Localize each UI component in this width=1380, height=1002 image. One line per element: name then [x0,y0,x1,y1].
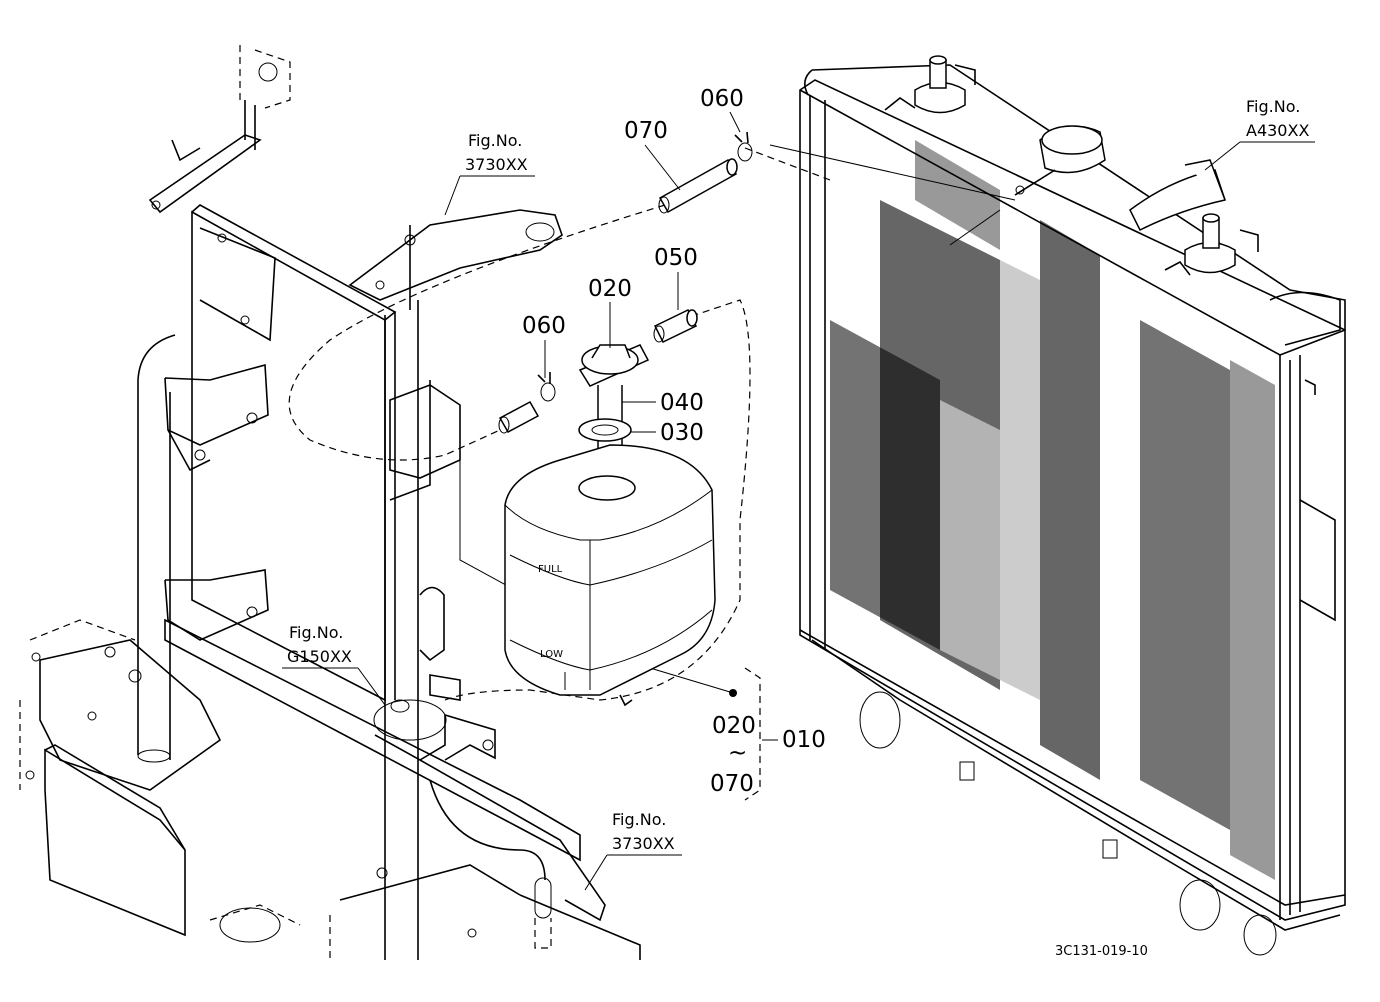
fig-ref-clamp: Fig.No. G150XX [282,623,386,706]
callout-range-end: 070 [710,771,754,797]
radiator [799,55,1346,956]
fig-ref-frame-top: Fig.No. 3730XX [444,131,535,216]
upper-pipe [1129,159,1226,232]
hose-clip-060-mid [537,372,556,402]
range-bracket [744,667,761,801]
callout-050: 050 [654,245,698,271]
fig-ref-label: Fig.No. [612,810,666,829]
fig-ref-label: Fig.No. [1246,97,1300,116]
fig-ref-label: Fig.No. [289,623,343,642]
top-inlet [884,55,976,114]
radiator-cap [1014,125,1106,196]
hoses [288,147,831,701]
callout-dot [729,689,737,697]
hose-segment-mid [498,400,540,434]
fig-ref-radiator: Fig.No. A430XX [1204,97,1315,171]
fig-ref-number: A430XX [1246,121,1309,140]
fig-ref-frame-bottom: Fig.No. 3730XX [584,810,682,891]
callout-040: 040 [660,390,704,416]
callout-030: 030 [660,420,704,446]
hose-clip-060-top [734,131,753,162]
callout-range-start: 020 [712,713,756,739]
callout-020: 020 [588,276,632,302]
full-mark: FULL [538,564,563,575]
hose-segment-070 [658,158,738,214]
fig-ref-number: G150XX [287,647,352,666]
low-mark: LOW [540,649,563,660]
callout-010: 010 [782,727,826,753]
callout-range-tilde: ~ [728,740,747,766]
leader-line [769,144,1016,201]
fig-ref-number: 3730XX [612,834,675,853]
callout-070-top: 070 [624,118,668,144]
fig-ref-leader [444,175,535,216]
callout-leader [729,111,741,133]
fig-ref-label: Fig.No. [468,131,522,150]
callout-060-mid: 060 [522,313,566,339]
fig-ref-leader [282,667,386,706]
figure-code: 3C131-019-10 [1055,944,1148,959]
leader-line-2 [949,209,1001,246]
callout-leader [644,144,681,191]
reserve-tank: FULL LOW [504,444,716,707]
callout-060-top: 060 [700,86,744,112]
fig-ref-number: 3730XX [465,155,528,174]
right-inlet [1164,213,1259,276]
frame-assembly [19,45,641,960]
washer-030 [578,418,632,442]
fig-ref-leader [584,854,682,891]
fig-ref-leader [1204,141,1315,171]
hose-segment-050 [653,309,698,343]
callouts: 070 060 050 020 060 040 030 020 ~ 070 01… [522,86,826,801]
